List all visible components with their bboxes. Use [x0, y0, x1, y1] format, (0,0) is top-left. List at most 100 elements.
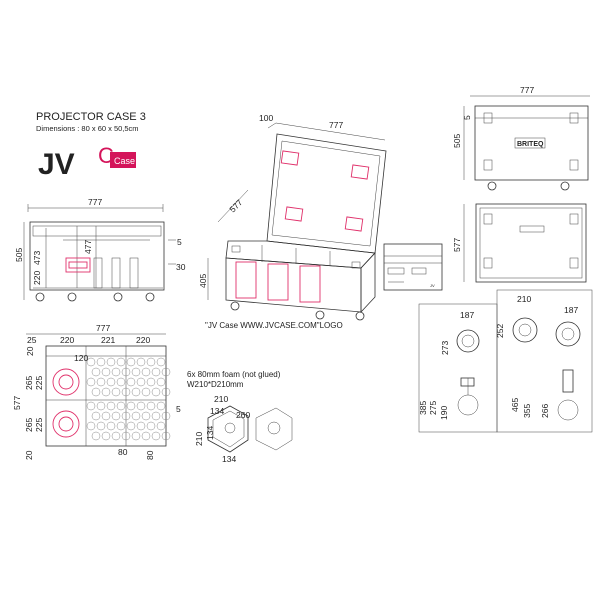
logo-tag: Case [114, 156, 135, 166]
foam-cell-0 [121, 367, 131, 377]
foam-detail-drawing [207, 405, 293, 453]
fix-b-total-label: 465 [510, 398, 520, 412]
foam-cell-0 [121, 387, 131, 397]
top-col1-label: 25 [27, 335, 37, 345]
foam-cell-2 [111, 431, 121, 441]
foam-cell-0 [91, 367, 101, 377]
foam-cell-2 [116, 401, 126, 411]
foam-cell-1 [156, 377, 166, 387]
side-low-height-label: 220 [32, 271, 42, 285]
foam-note-line-2: W210*D210mm [187, 380, 244, 389]
top-bottom-mid-label: 80 [118, 447, 128, 457]
logo-tag-box [110, 152, 136, 168]
side-height-label: 505 [14, 248, 24, 262]
foam-cell-2 [96, 421, 106, 431]
top-depth-label: 577 [12, 396, 22, 410]
dimensions-line: Dimensions : 80 x 60 x 50,5cm [36, 124, 139, 133]
side-width-label: 777 [88, 197, 102, 207]
fix-a-mid-label: 275 [428, 401, 438, 415]
foam-cell-3 [136, 421, 146, 431]
foam-cell-3 [136, 401, 146, 411]
foam-cell-2 [86, 421, 96, 431]
foam-note-line-1: 6x 80mm foam (not glued) [187, 370, 281, 379]
svg-text:JV: JV [430, 283, 435, 288]
logo-letters: JV [38, 148, 75, 181]
foam-cell-1 [151, 367, 161, 377]
foam-cell-1 [141, 387, 151, 397]
front-view-drawing: BRITEQ [463, 95, 590, 191]
foam-cell-2 [101, 411, 111, 421]
foam-pattern-grid [86, 357, 171, 441]
foam-cell-3 [146, 401, 156, 411]
top-row-a-inner-label: 225 [34, 376, 44, 390]
fix-a-base-label: 190 [439, 406, 449, 420]
side-view-drawing [23, 204, 176, 302]
top-row-b-label: 265 [24, 418, 34, 432]
side-mid-height-label: 477 [83, 240, 93, 254]
fixture-b-drawing [512, 317, 581, 421]
label-card: JV [383, 243, 443, 291]
top-bottom-right-label: 80 [145, 450, 155, 460]
foam-cell-0 [111, 367, 121, 377]
foam-cell-0 [101, 367, 111, 377]
top-inner-gap-label: 120 [74, 353, 88, 363]
persp-height-label: 405 [198, 274, 208, 288]
foam-cell-0 [106, 357, 116, 367]
fixture-panel [418, 289, 593, 433]
fix-a-top-label: 187 [460, 310, 474, 320]
foam-cell-3 [146, 421, 156, 431]
fixture-a-drawing [456, 329, 480, 416]
top-row-b-inner-label: 225 [34, 418, 44, 432]
foam-cell-2 [106, 421, 116, 431]
side-right-bottom-label: 30 [176, 262, 186, 272]
foam-cell-3 [151, 411, 161, 421]
fix-a-height-label: 273 [440, 341, 450, 355]
fix-b-mid-label: 355 [522, 404, 532, 418]
foam-cell-3 [141, 431, 151, 441]
foam-cell-2 [116, 421, 126, 431]
foam-cell-1 [131, 367, 141, 377]
fix-b-base-label: 266 [540, 404, 550, 418]
foam-cell-1 [161, 367, 171, 377]
foam-cell-3 [156, 401, 166, 411]
foam-left-label: 210 [194, 432, 204, 446]
foam-cell-0 [101, 387, 111, 397]
foam-cell-0 [106, 377, 116, 387]
foam-cell-3 [126, 401, 136, 411]
foam-cell-3 [161, 431, 171, 441]
foam-cell-1 [146, 357, 156, 367]
foam-cell-0 [91, 387, 101, 397]
jv-case-logo: JV C Case [38, 143, 136, 181]
persp-length-label: 777 [329, 120, 343, 130]
foam-cell-2 [106, 401, 116, 411]
side-inner-height-label: 473 [32, 251, 42, 265]
foam-cell-2 [121, 431, 131, 441]
foam-diag-label: 260 [236, 410, 250, 420]
logo-caption: "JV Case WWW.JVCASE.COM"LOGO [205, 321, 343, 330]
top-right-mark: 5 [176, 404, 181, 414]
foam-side-label: 134 [205, 426, 215, 440]
fix-b-top-a-label: 210 [517, 294, 531, 304]
front-width-label: 777 [520, 85, 534, 95]
top-col3-label: 221 [101, 335, 115, 345]
foam-w-label: 210 [214, 394, 228, 404]
foam-cell-1 [136, 357, 146, 367]
foam-cell-0 [116, 357, 126, 367]
foam-cell-1 [146, 377, 156, 387]
foam-cell-1 [141, 367, 151, 377]
top-col2-label: 220 [60, 335, 74, 345]
persp-width-label: 577 [227, 197, 244, 214]
brand-badge: BRITEQ [517, 141, 544, 148]
foam-cell-2 [86, 401, 96, 411]
foam-cell-0 [116, 377, 126, 387]
foam-cell-1 [161, 387, 171, 397]
top-col4-label: 220 [136, 335, 150, 345]
foam-cell-0 [86, 377, 96, 387]
persp-depth-label: 100 [259, 113, 273, 123]
foam-cell-0 [96, 357, 106, 367]
perspective-drawing [207, 122, 387, 321]
foam-cell-2 [91, 431, 101, 441]
foam-cell-3 [141, 411, 151, 421]
foam-cell-3 [161, 411, 171, 421]
foam-cell-1 [126, 357, 136, 367]
